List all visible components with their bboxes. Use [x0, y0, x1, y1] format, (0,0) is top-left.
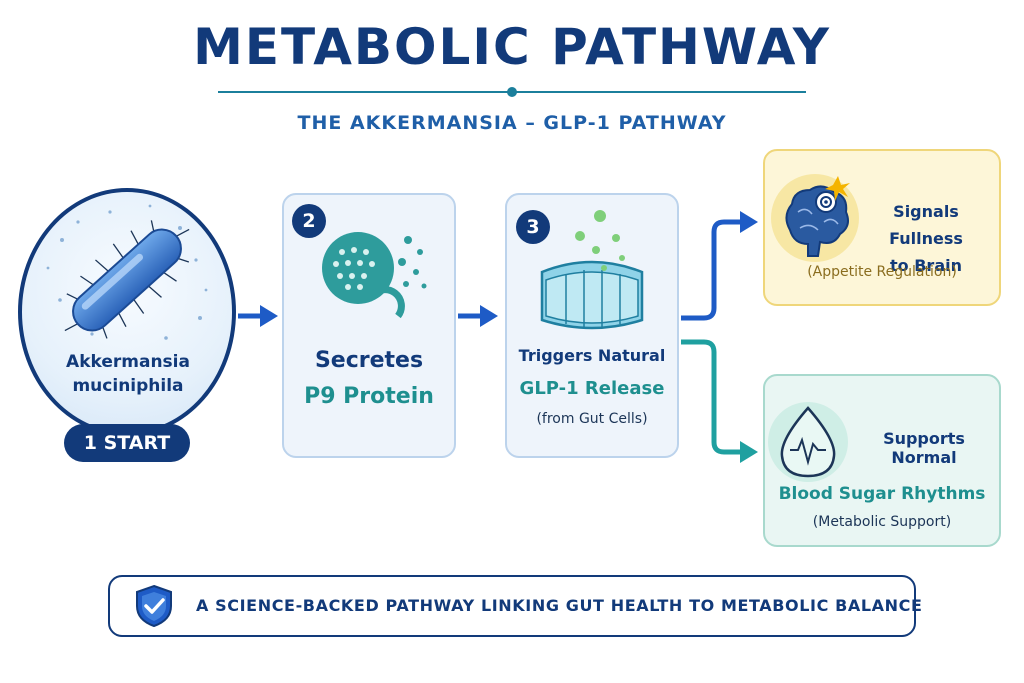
title-divider-dot — [507, 87, 517, 97]
triggers-line3: (from Gut Cells) — [536, 411, 648, 427]
blood-sugar-line1: Supports Normal — [883, 429, 965, 467]
fullness-note: (Appetite Regulation) — [807, 264, 957, 280]
blood-sugar-note: (Metabolic Support) — [812, 514, 952, 530]
page-title: METABOLIC PATHWAY — [193, 18, 831, 76]
secretes-line1: Secretes — [314, 348, 424, 373]
fullness-line1: Signals Fullness — [889, 202, 963, 248]
triggers-line1: Triggers Natural — [518, 346, 666, 365]
triggers-line2: GLP-1 Release — [519, 378, 665, 399]
akkermansia-label: Akkermansia muciniphila — [28, 350, 228, 398]
fullness-line2: to Brain — [890, 256, 962, 275]
arrow-to-blood-sugar — [681, 339, 758, 463]
footer-text: A SCIENCE-BACKED PATHWAY LINKING GUT HEA… — [196, 596, 923, 615]
arrow-2-to-3 — [458, 305, 498, 327]
akkermansia-circle — [18, 188, 236, 436]
footer-banner — [108, 575, 916, 637]
step-3-badge: 3 — [516, 210, 550, 244]
akkermansia-line1: Akkermansia — [66, 352, 190, 372]
step-2-badge: 2 — [292, 204, 326, 238]
start-badge: 1 START — [64, 424, 190, 462]
akkermansia-line2: muciniphila — [72, 376, 184, 396]
page-subtitle: THE AKKERMANSIA – GLP-1 PATHWAY — [297, 112, 727, 134]
shield-check-icon — [136, 584, 172, 628]
fullness-title: Signals Fullness to Brain — [855, 198, 997, 279]
blood-sugar-line2: Blood Sugar Rhythms — [778, 484, 986, 504]
secretes-line2: P9 Protein — [304, 384, 434, 409]
arrow-1-to-2 — [238, 305, 278, 327]
arrow-to-fullness — [681, 211, 758, 321]
